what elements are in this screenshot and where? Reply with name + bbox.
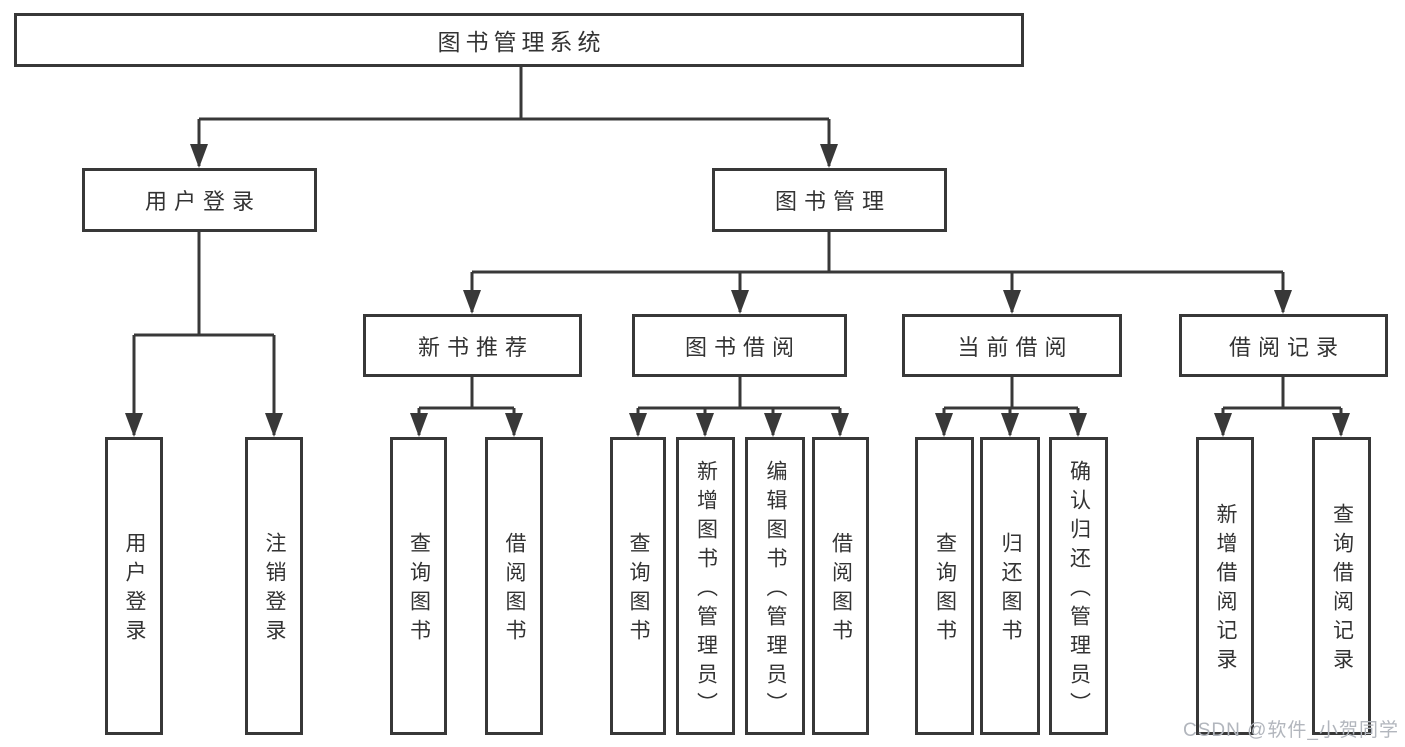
node-book-borrow-label: 图书借阅 (684, 334, 801, 360)
leaf-query-books-borrow-label: 查询图书 (627, 532, 650, 648)
leaf-logout-label: 注销登录 (263, 532, 286, 648)
leaf-confirm-return-admin-label: 确认归还（管理员） (1067, 459, 1091, 721)
node-book-borrow: 图书借阅 (632, 314, 847, 377)
leaf-query-borrow-record-label: 查询借阅记录 (1330, 503, 1354, 677)
node-root: 图书管理系统 (14, 13, 1024, 67)
node-book-management: 图书管理 (712, 168, 947, 232)
node-borrow-records-label: 借阅记录 (1228, 334, 1345, 360)
leaf-user-login: 用户登录 (105, 437, 163, 735)
leaf-confirm-return-admin: 确认归还（管理员） (1049, 437, 1108, 735)
leaf-query-books-recommend-label: 查询图书 (407, 532, 431, 648)
leaf-query-books-current-label: 查询图书 (933, 532, 957, 648)
node-new-book-recommend: 新书推荐 (363, 314, 582, 377)
leaf-borrow-books-borrow: 借阅图书 (812, 437, 869, 735)
leaf-edit-book-admin: 编辑图书（管理员） (745, 437, 805, 735)
node-current-borrow-label: 当前借阅 (957, 334, 1074, 360)
leaf-logout: 注销登录 (245, 437, 303, 735)
leaf-query-borrow-record: 查询借阅记录 (1312, 437, 1371, 735)
leaf-add-borrow-record: 新增借阅记录 (1196, 437, 1254, 735)
leaf-edit-book-admin-label: 编辑图书（管理员） (764, 459, 787, 721)
leaf-query-books-recommend: 查询图书 (390, 437, 447, 735)
leaf-borrow-books-recommend-label: 借阅图书 (503, 532, 526, 648)
leaf-query-books-borrow: 查询图书 (610, 437, 666, 735)
leaf-borrow-books-recommend: 借阅图书 (485, 437, 543, 735)
node-book-management-label: 图书管理 (774, 189, 891, 214)
leaf-add-borrow-record-label: 新增借阅记录 (1214, 503, 1237, 677)
node-user-login: 用户登录 (82, 168, 317, 232)
node-current-borrow: 当前借阅 (902, 314, 1122, 377)
leaf-query-books-current: 查询图书 (915, 437, 974, 735)
leaf-add-book-admin: 新增图书（管理员） (676, 437, 735, 735)
leaf-borrow-books-borrow-label: 借阅图书 (829, 532, 853, 648)
node-root-label: 图书管理系统 (437, 29, 606, 55)
node-new-book-recommend-label: 新书推荐 (417, 334, 534, 360)
leaf-add-book-admin-label: 新增图书（管理员） (694, 459, 718, 721)
watermark: CSDN @软件_小贺同学 (1183, 720, 1399, 741)
leaf-return-book: 归还图书 (980, 437, 1040, 735)
leaf-user-login-label: 用户登录 (123, 532, 146, 648)
node-borrow-records: 借阅记录 (1179, 314, 1388, 377)
node-user-login-label: 用户登录 (144, 189, 261, 214)
leaf-return-book-label: 归还图书 (999, 532, 1022, 648)
